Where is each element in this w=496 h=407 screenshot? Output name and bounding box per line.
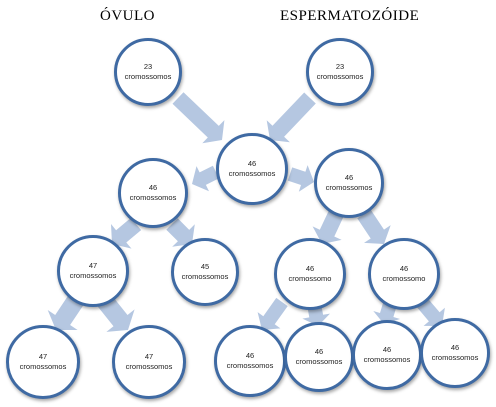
arrow-left-trisomy [111, 217, 142, 249]
node-leaf-5-count: 46 [382, 345, 392, 354]
node-leaf-3-unit: cromossomos [226, 361, 274, 370]
arrow-a-leaf3 [257, 297, 288, 330]
node-right-cell-unit: cromossomos [325, 183, 373, 192]
node-ovulo-unit: cromossomos [124, 72, 172, 81]
node-right-a-count: 46 [305, 264, 315, 273]
node-leaf-4-count: 46 [314, 347, 324, 356]
arrow-esperma-zygote [266, 92, 316, 143]
node-leaf-6: 46 cromossomos [420, 318, 490, 388]
node-monosomy-cell-count: 45 [200, 262, 210, 271]
node-monosomy-cell: 45 cromossomos [171, 238, 239, 306]
title-espermatozoide: ESPERMATOZÓIDE [280, 8, 420, 24]
node-leaf-2-unit: cromossomos [125, 362, 173, 371]
title-ovulo: ÓVULO [100, 8, 155, 24]
node-leaf-1-count: 47 [38, 352, 48, 361]
node-zygote-unit: cromossomos [228, 169, 276, 178]
node-leaf-2: 47 cromossomos [112, 325, 186, 399]
node-right-cell: 46 cromossomos [314, 148, 384, 218]
node-leaf-2-count: 47 [144, 352, 154, 361]
node-right-a: 46 cromossomo [274, 238, 346, 310]
arrow-trisomy-leaf1 [47, 295, 84, 330]
node-leaf-1: 47 cromossomos [6, 325, 80, 399]
arrow-right-a [312, 210, 344, 244]
arrow-zygote-right [287, 165, 314, 192]
node-leaf-4: 46 cromossomos [284, 322, 354, 392]
node-leaf-6-unit: cromossomos [431, 353, 479, 362]
node-ovulo: 23 cromossomos [114, 38, 182, 106]
arrow-ovulo-zygote [172, 92, 225, 144]
arrow-zygote-left [192, 165, 220, 192]
node-right-a-unit: cromossomo [288, 274, 332, 283]
node-left-cell-count: 46 [148, 183, 158, 192]
node-trisomy-cell-unit: cromossomos [69, 271, 117, 280]
node-monosomy-cell-unit: cromossomos [181, 272, 229, 281]
arrow-right-b [357, 209, 391, 244]
node-leaf-3-count: 46 [245, 351, 255, 360]
node-espermatozoide: 23 cromossomos [306, 38, 374, 106]
node-leaf-1-unit: cromossomos [19, 362, 67, 371]
node-ovulo-count: 23 [143, 62, 153, 71]
node-right-b-unit: cromossomo [382, 274, 426, 283]
node-right-cell-count: 46 [344, 173, 354, 182]
node-espermatozoide-count: 23 [335, 62, 345, 71]
node-leaf-5: 46 cromossomos [352, 320, 422, 390]
node-leaf-4-unit: cromossomos [295, 357, 343, 366]
node-right-b: 46 cromossomo [368, 238, 440, 310]
node-leaf-5-unit: cromossomos [363, 355, 411, 364]
arrow-left-monosomy [166, 218, 195, 247]
node-left-cell-unit: cromossomos [129, 193, 177, 202]
node-right-b-count: 46 [399, 264, 409, 273]
node-trisomy-cell: 47 cromossomos [57, 235, 129, 307]
node-zygote: 46 cromossomos [216, 133, 288, 205]
node-leaf-3: 46 cromossomos [214, 325, 286, 397]
node-left-cell: 46 cromossomos [118, 158, 188, 228]
node-espermatozoide-unit: cromossomos [316, 72, 364, 81]
node-trisomy-cell-count: 47 [88, 261, 98, 270]
node-zygote-count: 46 [247, 159, 257, 168]
node-leaf-6-count: 46 [450, 343, 460, 352]
